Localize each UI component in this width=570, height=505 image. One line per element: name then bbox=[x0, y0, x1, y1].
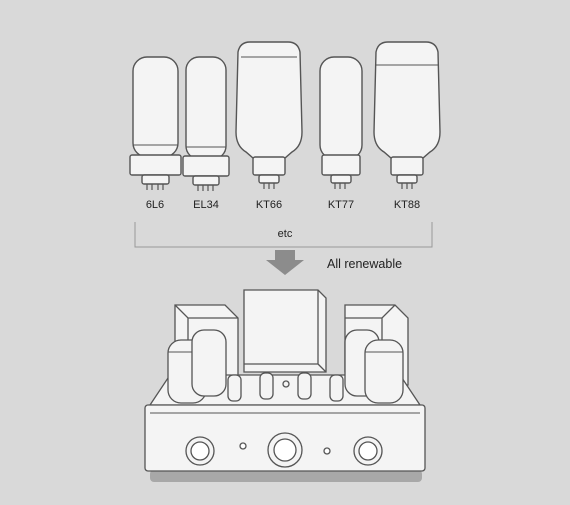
group-label: etc bbox=[277, 228, 293, 240]
down-arrow-icon bbox=[266, 250, 304, 275]
amplifier bbox=[144, 289, 426, 482]
tube-6l6 bbox=[129, 56, 182, 190]
tube-label-el34: EL34 bbox=[193, 199, 219, 211]
tube-kt66 bbox=[235, 41, 303, 189]
tube-kt88 bbox=[373, 41, 441, 189]
tube-kt77 bbox=[319, 56, 363, 189]
tube-el34 bbox=[182, 56, 230, 191]
tube-label-6l6: 6L6 bbox=[145, 199, 165, 211]
tube-label-kt77: KT77 bbox=[327, 199, 355, 211]
group-bracket bbox=[134, 222, 433, 248]
tube-label-kt88: KT88 bbox=[393, 199, 421, 211]
caption: All renewable bbox=[327, 257, 403, 271]
tube-label-kt66: KT66 bbox=[255, 199, 283, 211]
